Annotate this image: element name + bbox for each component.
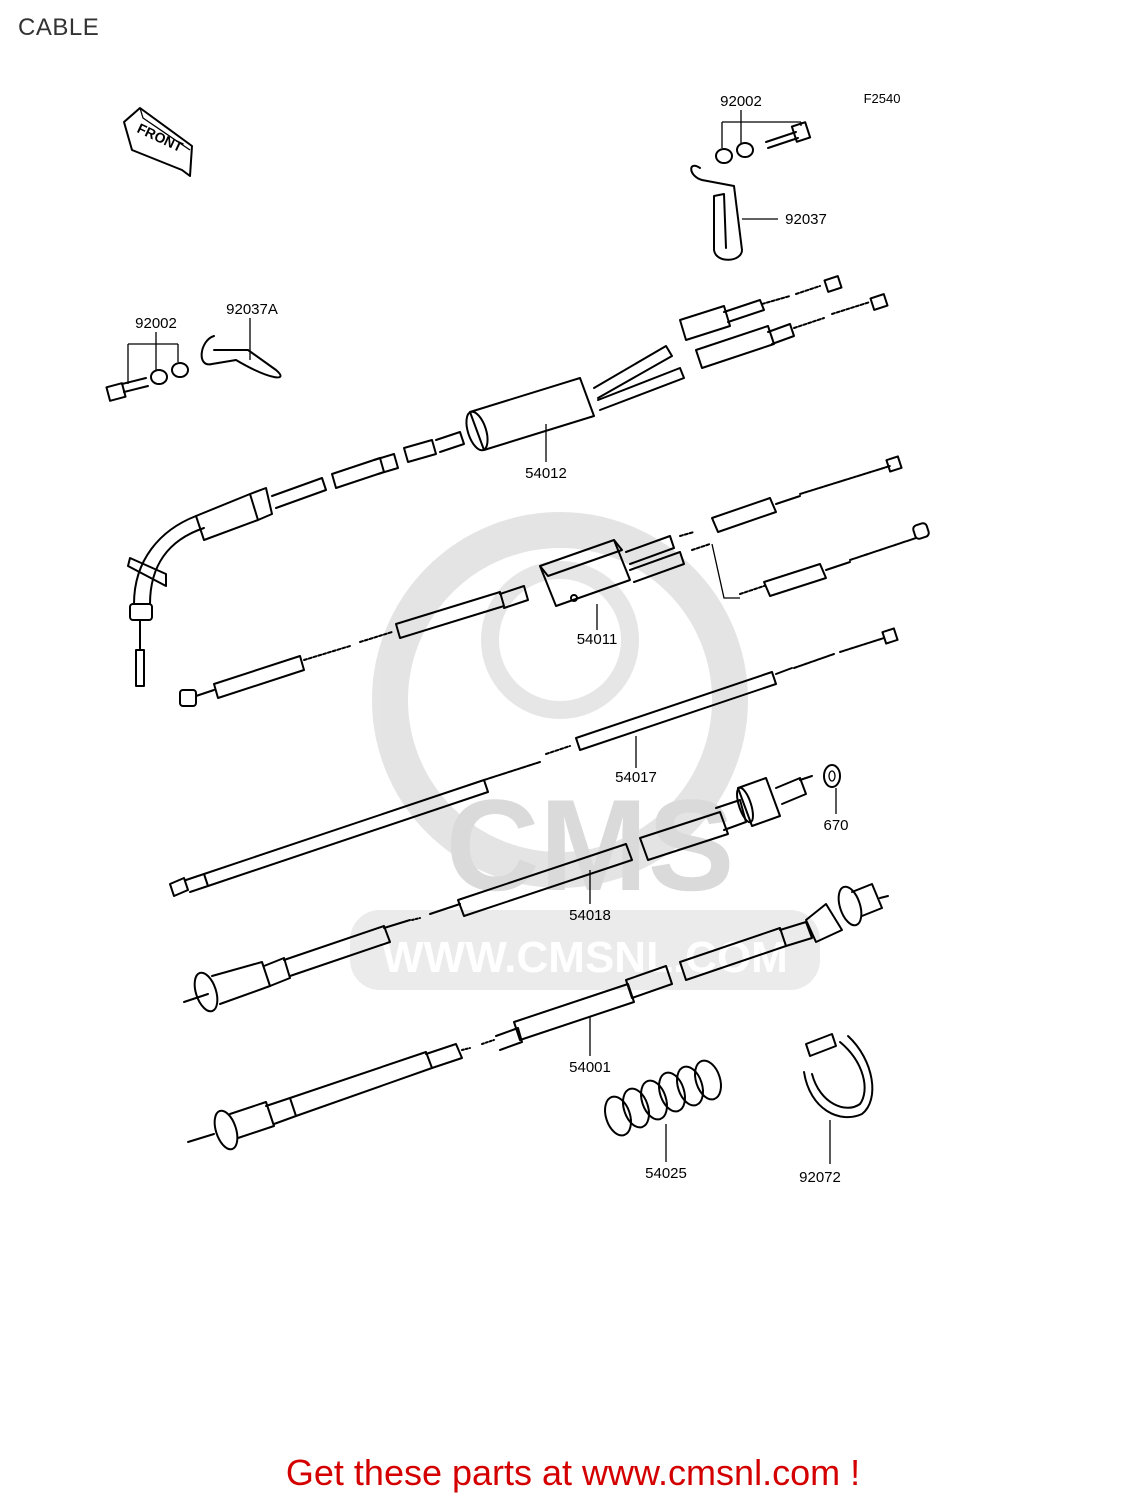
washer-670-icon — [823, 764, 841, 788]
part-label-54018: 54018 — [569, 907, 611, 924]
part-label-670: 670 — [823, 817, 848, 834]
part-label-92037: 92037 — [785, 211, 827, 228]
part-label-92002-left: 92002 — [135, 315, 177, 332]
part-label-92002-upper: 92002 — [720, 93, 762, 110]
choke-cable-icon — [179, 455, 930, 707]
band-icon — [803, 1033, 874, 1119]
part-label-92037A: 92037A — [226, 301, 278, 318]
part-label-54017: 54017 — [615, 769, 657, 786]
speedometer-cable-icon — [183, 775, 813, 1013]
clamp-left-icon — [200, 335, 282, 379]
tachometer-cable-icon — [187, 883, 889, 1151]
front-arrow-icon: FRONT — [123, 107, 193, 177]
part-label-54001: 54001 — [569, 1059, 611, 1076]
footer-link[interactable]: Get these parts at www.cmsnl.com ! — [285, 1452, 861, 1493]
part-label-92072: 92072 — [799, 1169, 841, 1186]
throttle-cable-icon — [127, 275, 889, 687]
front-label: FRONT — [135, 120, 186, 155]
parts-diagram: CMS WWW.CMSNL.COM F2540 FRONT 92002 9203… — [105, 91, 930, 1186]
watermark: CMS WWW.CMSNL.COM — [350, 512, 820, 990]
watermark-url: WWW.CMSNL.COM — [382, 933, 788, 982]
clamp-upper-icon — [690, 164, 743, 261]
part-label-54011: 54011 — [577, 631, 618, 648]
part-label-54025: 54025 — [645, 1165, 687, 1182]
washer-bolt-left-icon — [105, 332, 189, 402]
part-label-54012: 54012 — [525, 465, 567, 482]
washer-bolt-upper-icon — [715, 110, 812, 164]
figure-code: F2540 — [864, 91, 901, 106]
clutch-cable-icon — [169, 627, 899, 897]
page-title: CABLE — [18, 14, 100, 41]
spring-icon — [604, 1059, 722, 1137]
